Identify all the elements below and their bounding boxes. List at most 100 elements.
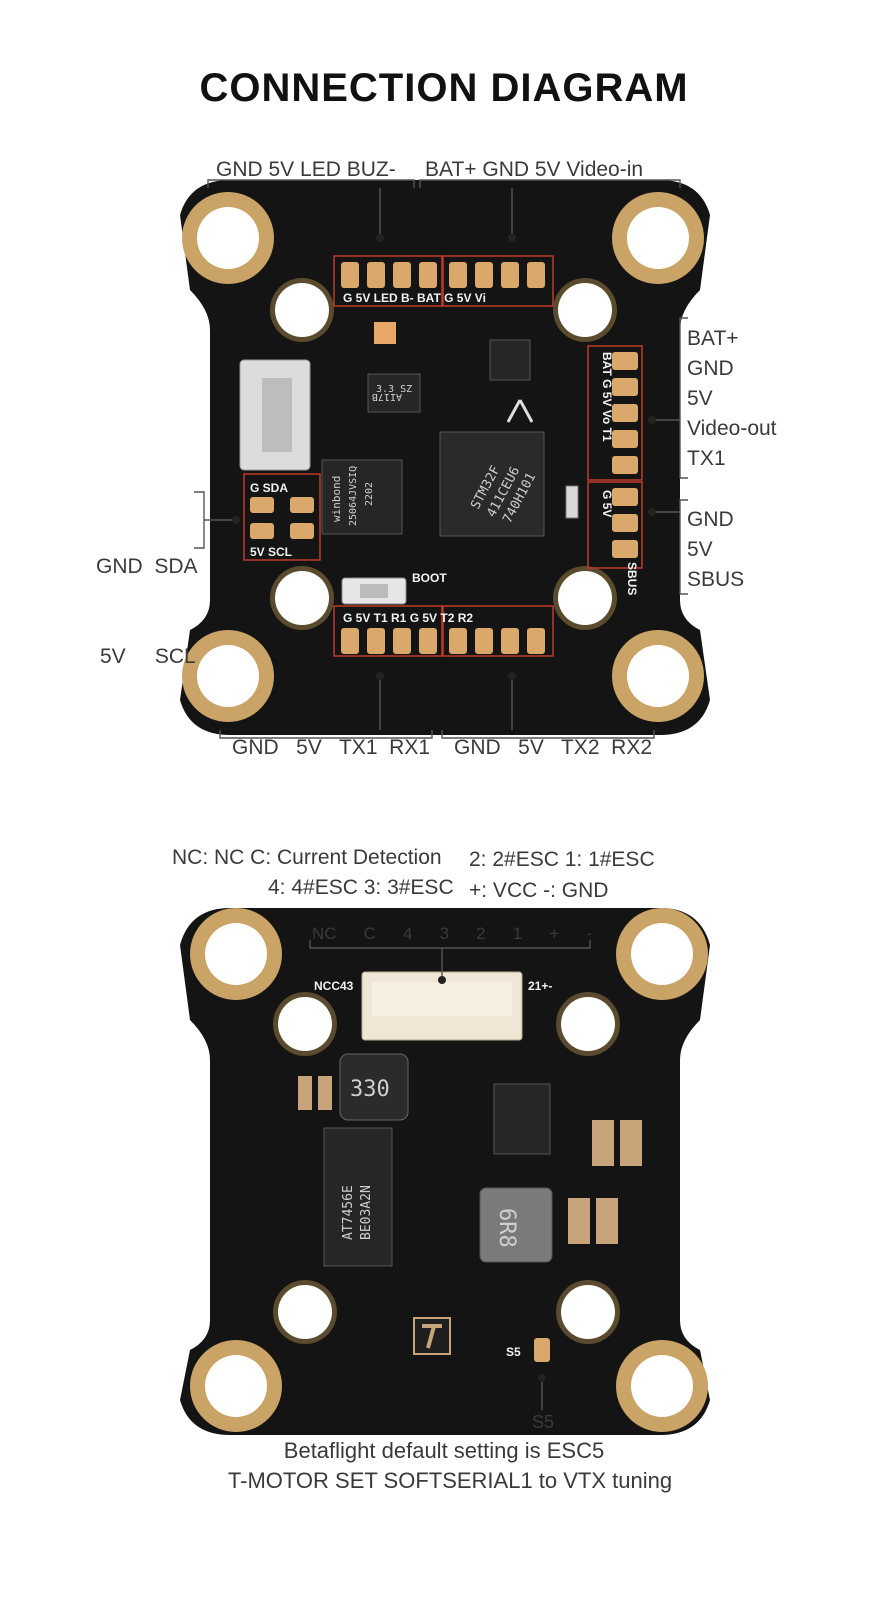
label-right-5v: 5V bbox=[687, 387, 713, 410]
capacitors bbox=[298, 1076, 642, 1244]
mcu-chip: STM32F 411CEU6 740H101 bbox=[439, 431, 545, 537]
page-title: CONNECTION DIAGRAM bbox=[199, 66, 689, 110]
svg-text:winbond: winbond bbox=[330, 476, 343, 522]
highlight-right-lower-pads bbox=[587, 481, 643, 569]
mount-hole-bottom-left bbox=[182, 630, 274, 722]
led-component bbox=[374, 322, 396, 344]
label-right-video-out: Video-out bbox=[687, 417, 777, 440]
pin-label-plus: + bbox=[549, 924, 560, 943]
legend-right-2: +: VCC -: GND bbox=[469, 879, 609, 902]
esc-mount-hole-top-right bbox=[616, 908, 708, 1000]
label-right-lower-gnd: GND bbox=[687, 508, 734, 531]
bracket-connector-pins bbox=[309, 940, 591, 949]
esc-inner-hole-bottom-right bbox=[556, 1280, 620, 1344]
silk-top: G 5V LED B- BAT G 5V Vi bbox=[343, 291, 486, 305]
silk-left-top: G SDA bbox=[250, 481, 288, 495]
svg-text:3.3 SZ: 3.3 SZ bbox=[376, 384, 412, 395]
inner-hole-top-right bbox=[553, 278, 617, 342]
bracket-bottom-left bbox=[219, 730, 433, 739]
pin-label-2: 2 bbox=[476, 924, 486, 943]
silk-conn-left: NCC43 bbox=[314, 979, 354, 993]
s5-pad bbox=[534, 1338, 550, 1362]
highlight-top-left-pads bbox=[333, 255, 443, 307]
svg-text:AI17B: AI17B bbox=[372, 391, 402, 402]
note-line-2: T-MOTOR SET SOFTSERIAL1 to VTX tuning bbox=[227, 1468, 673, 1493]
inductor-6r8: 6R8 bbox=[479, 1187, 553, 1263]
svg-text:BE03A2N: BE03A2N bbox=[359, 1185, 374, 1240]
t-logo-icon bbox=[422, 1324, 442, 1349]
legend-right-1: 2: 2#ESC 1: 1#ESC bbox=[469, 848, 655, 871]
svg-text:AT7456E: AT7456E bbox=[341, 1185, 356, 1240]
highlight-bottom-right-pads bbox=[442, 605, 554, 657]
pin-label-c: C bbox=[363, 924, 376, 943]
svg-text:6R8: 6R8 bbox=[494, 1208, 519, 1248]
svg-text:2202: 2202 bbox=[364, 482, 375, 506]
note-line-1: Betaflight default setting is ESC5 bbox=[283, 1438, 605, 1463]
svg-text:330: 330 bbox=[350, 1077, 390, 1102]
esc-inner-hole-bottom-left bbox=[273, 1280, 337, 1344]
legend-left-2: 4: 4#ESC 3: 3#ESC bbox=[268, 876, 454, 899]
pin-label-4: 4 bbox=[403, 924, 413, 943]
bracket-right-upper bbox=[679, 317, 688, 479]
inner-hole-bottom-right bbox=[553, 566, 617, 630]
bracket-bottom-right bbox=[441, 730, 655, 739]
svg-text:25064JVSIQ: 25064JVSIQ bbox=[348, 466, 359, 526]
silk-left-bottom: 5V SCL bbox=[250, 545, 292, 559]
inner-hole-top-left bbox=[270, 278, 334, 342]
bracket-right-lower bbox=[679, 499, 688, 595]
highlight-left-pads bbox=[243, 473, 321, 561]
label-bottom-left-pads: GND 5V TX1 RX1 bbox=[232, 736, 431, 759]
silk-right: BAT G 5V Vo T1 bbox=[600, 352, 614, 442]
label-top-right-pads: BAT+ GND 5V Video-in bbox=[425, 158, 644, 181]
small-chip bbox=[489, 339, 531, 381]
silk-s5: S5 bbox=[506, 1345, 521, 1359]
label-right-gnd: GND bbox=[687, 357, 734, 380]
esc-mount-hole-bottom-right bbox=[616, 1340, 708, 1432]
esc-mount-hole-bottom-left bbox=[190, 1340, 282, 1432]
mount-hole-bottom-right bbox=[612, 630, 704, 722]
pin-label-nc: NC bbox=[312, 924, 337, 943]
mount-hole-top-right bbox=[612, 192, 704, 284]
inner-hole-bottom-left bbox=[270, 566, 334, 630]
esc-mount-hole-top-left bbox=[190, 908, 282, 1000]
osd-chip: AT7456E BE03A2N bbox=[323, 1127, 393, 1267]
highlight-bottom-left-pads bbox=[333, 605, 443, 657]
connector-pin-labels: NC C 4 3 2 1 + - bbox=[312, 924, 592, 944]
label-right-lower-pads: GND 5V SBUS bbox=[687, 505, 744, 595]
resistor bbox=[565, 485, 579, 519]
bracket-top-left bbox=[207, 179, 415, 188]
pin-label-minus: - bbox=[586, 924, 592, 943]
silk-boot: BOOT bbox=[412, 571, 447, 585]
silk-sbus: SBUS bbox=[625, 562, 639, 595]
esc-inner-hole-top-right bbox=[556, 992, 620, 1056]
bracket-top-right bbox=[419, 179, 681, 188]
silk-bottom: G 5V T1 R1 G 5V T2 R2 bbox=[343, 611, 473, 625]
label-s5: S5 bbox=[532, 1412, 555, 1432]
highlight-right-upper-pads bbox=[587, 345, 643, 481]
top-pads bbox=[341, 262, 545, 288]
inductor-330: 330 bbox=[339, 1053, 409, 1121]
pin-label-1: 1 bbox=[512, 924, 523, 943]
highlight-top-right-pads bbox=[442, 255, 554, 307]
silk-right-lower: G 5V bbox=[600, 490, 614, 517]
left-pads bbox=[250, 497, 314, 539]
flash-chip: winbond 25064JVSIQ 2202 bbox=[321, 459, 403, 535]
label-right-upper-pads: BAT+ GND 5V Video-out TX1 bbox=[687, 324, 777, 474]
pin-label-3: 3 bbox=[439, 924, 450, 943]
label-bottom-right-pads: GND 5V TX2 RX2 bbox=[454, 736, 653, 759]
right-pads bbox=[612, 352, 638, 558]
label-right-tx1: TX1 bbox=[687, 447, 726, 470]
mosfet-chip bbox=[493, 1083, 551, 1155]
ldo-chip: AI17B 3.3 SZ bbox=[367, 373, 421, 413]
label-top-left-pads: GND 5V LED BUZ- bbox=[216, 158, 396, 181]
label-right-bat: BAT+ bbox=[687, 327, 739, 350]
esc-inner-hole-top-left bbox=[273, 992, 337, 1056]
silk-conn-right: 21+- bbox=[528, 979, 552, 993]
mount-hole-top-left bbox=[182, 192, 274, 284]
bottom-pads bbox=[341, 628, 545, 654]
brand-logo-icon bbox=[506, 399, 534, 423]
flight-controller-board: G 5V LED B- BAT G 5V Vi BAT G 5V Vo T1 G… bbox=[180, 179, 710, 739]
label-left-row1: GND SDA bbox=[96, 555, 198, 578]
label-right-lower-5v: 5V bbox=[687, 538, 713, 561]
